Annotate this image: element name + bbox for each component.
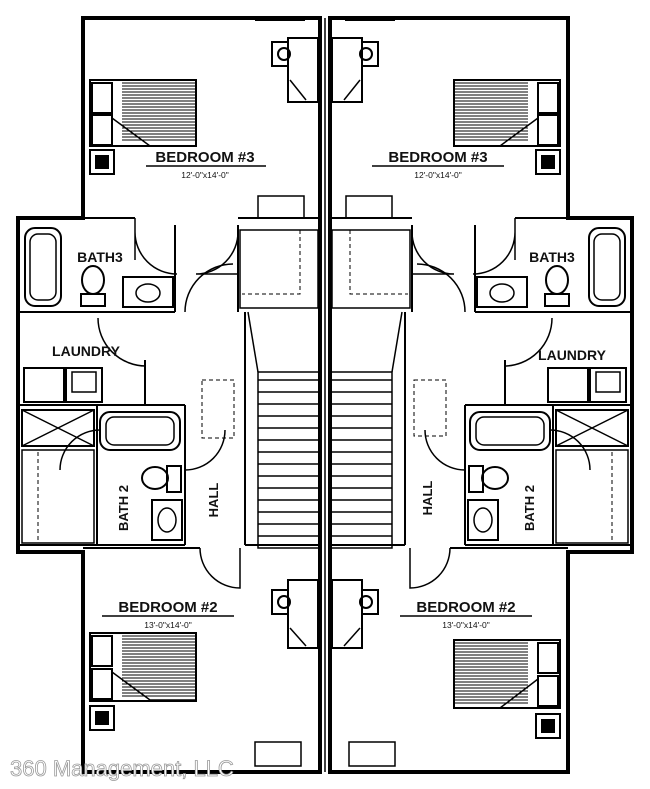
label-bedroom2-right: BEDROOM #2 [416, 599, 515, 616]
label-laundry-left: LAUNDRY [52, 343, 121, 359]
dim-bedroom3-left: 12'-0"x14'-0" [181, 170, 229, 180]
laundry-closets [21, 195, 629, 767]
dim-bedroom2-right: 13'-0"x14'-0" [442, 620, 490, 630]
label-bedroom3-left: BEDROOM #3 [155, 149, 254, 166]
label-bath3-right: BATH3 [529, 249, 575, 265]
dim-bedroom2-left: 13'-0"x14'-0" [144, 620, 192, 630]
label-bedroom3-right: BEDROOM #3 [388, 149, 487, 166]
desk-right-top [331, 37, 379, 103]
label-hall-left: HALL [206, 483, 221, 518]
desk-left-top [271, 37, 319, 103]
desk-left-bottom [271, 579, 319, 649]
interior-walls [20, 217, 630, 549]
label-laundry-right: LAUNDRY [538, 347, 607, 363]
label-bath3-left: BATH3 [77, 249, 123, 265]
doors [59, 218, 591, 589]
label-hall-right: HALL [420, 481, 435, 516]
room-labels: BEDROOM #3 12'-0"x14'-0" BEDROOM #3 12'-… [52, 149, 607, 630]
exterior-walls [16, 16, 634, 774]
label-bath2-left: BATH 2 [116, 485, 131, 531]
watermark: 360 Management, LLC [10, 756, 234, 781]
bathroom-fixtures [24, 227, 626, 541]
bedroom-furniture [89, 37, 561, 739]
dim-bedroom3-right: 12'-0"x14'-0" [414, 170, 462, 180]
desk-right-bottom [331, 579, 379, 649]
label-bath2-right: BATH 2 [522, 485, 537, 531]
staircase [247, 311, 403, 549]
label-bedroom2-left: BEDROOM #2 [118, 599, 217, 616]
